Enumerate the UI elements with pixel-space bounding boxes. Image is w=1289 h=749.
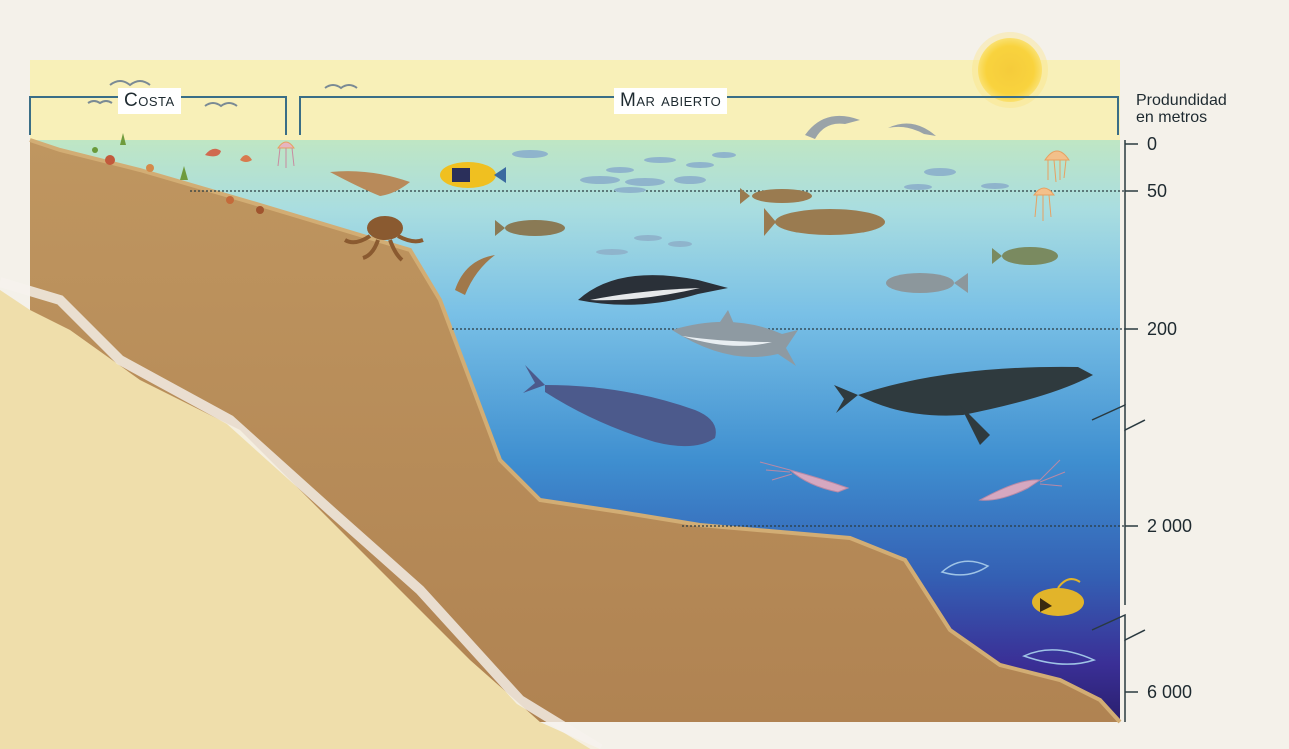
depth-label-0: 0 — [1147, 134, 1157, 155]
depth-title-line2: en metros — [1136, 109, 1286, 126]
open-sea-label: Mar abierto — [614, 88, 727, 114]
sky-band — [30, 60, 1120, 142]
depth-title-line1: Produndidad — [1136, 92, 1286, 109]
depth-axis-title: Produndidad en metros — [1136, 92, 1286, 126]
depth-label-2000: 2 000 — [1147, 516, 1192, 537]
coast-label: Costa — [118, 88, 181, 114]
depth-label-6000: 6 000 — [1147, 682, 1192, 703]
depth-label-200: 200 — [1147, 319, 1177, 340]
depth-label-50: 50 — [1147, 181, 1167, 202]
